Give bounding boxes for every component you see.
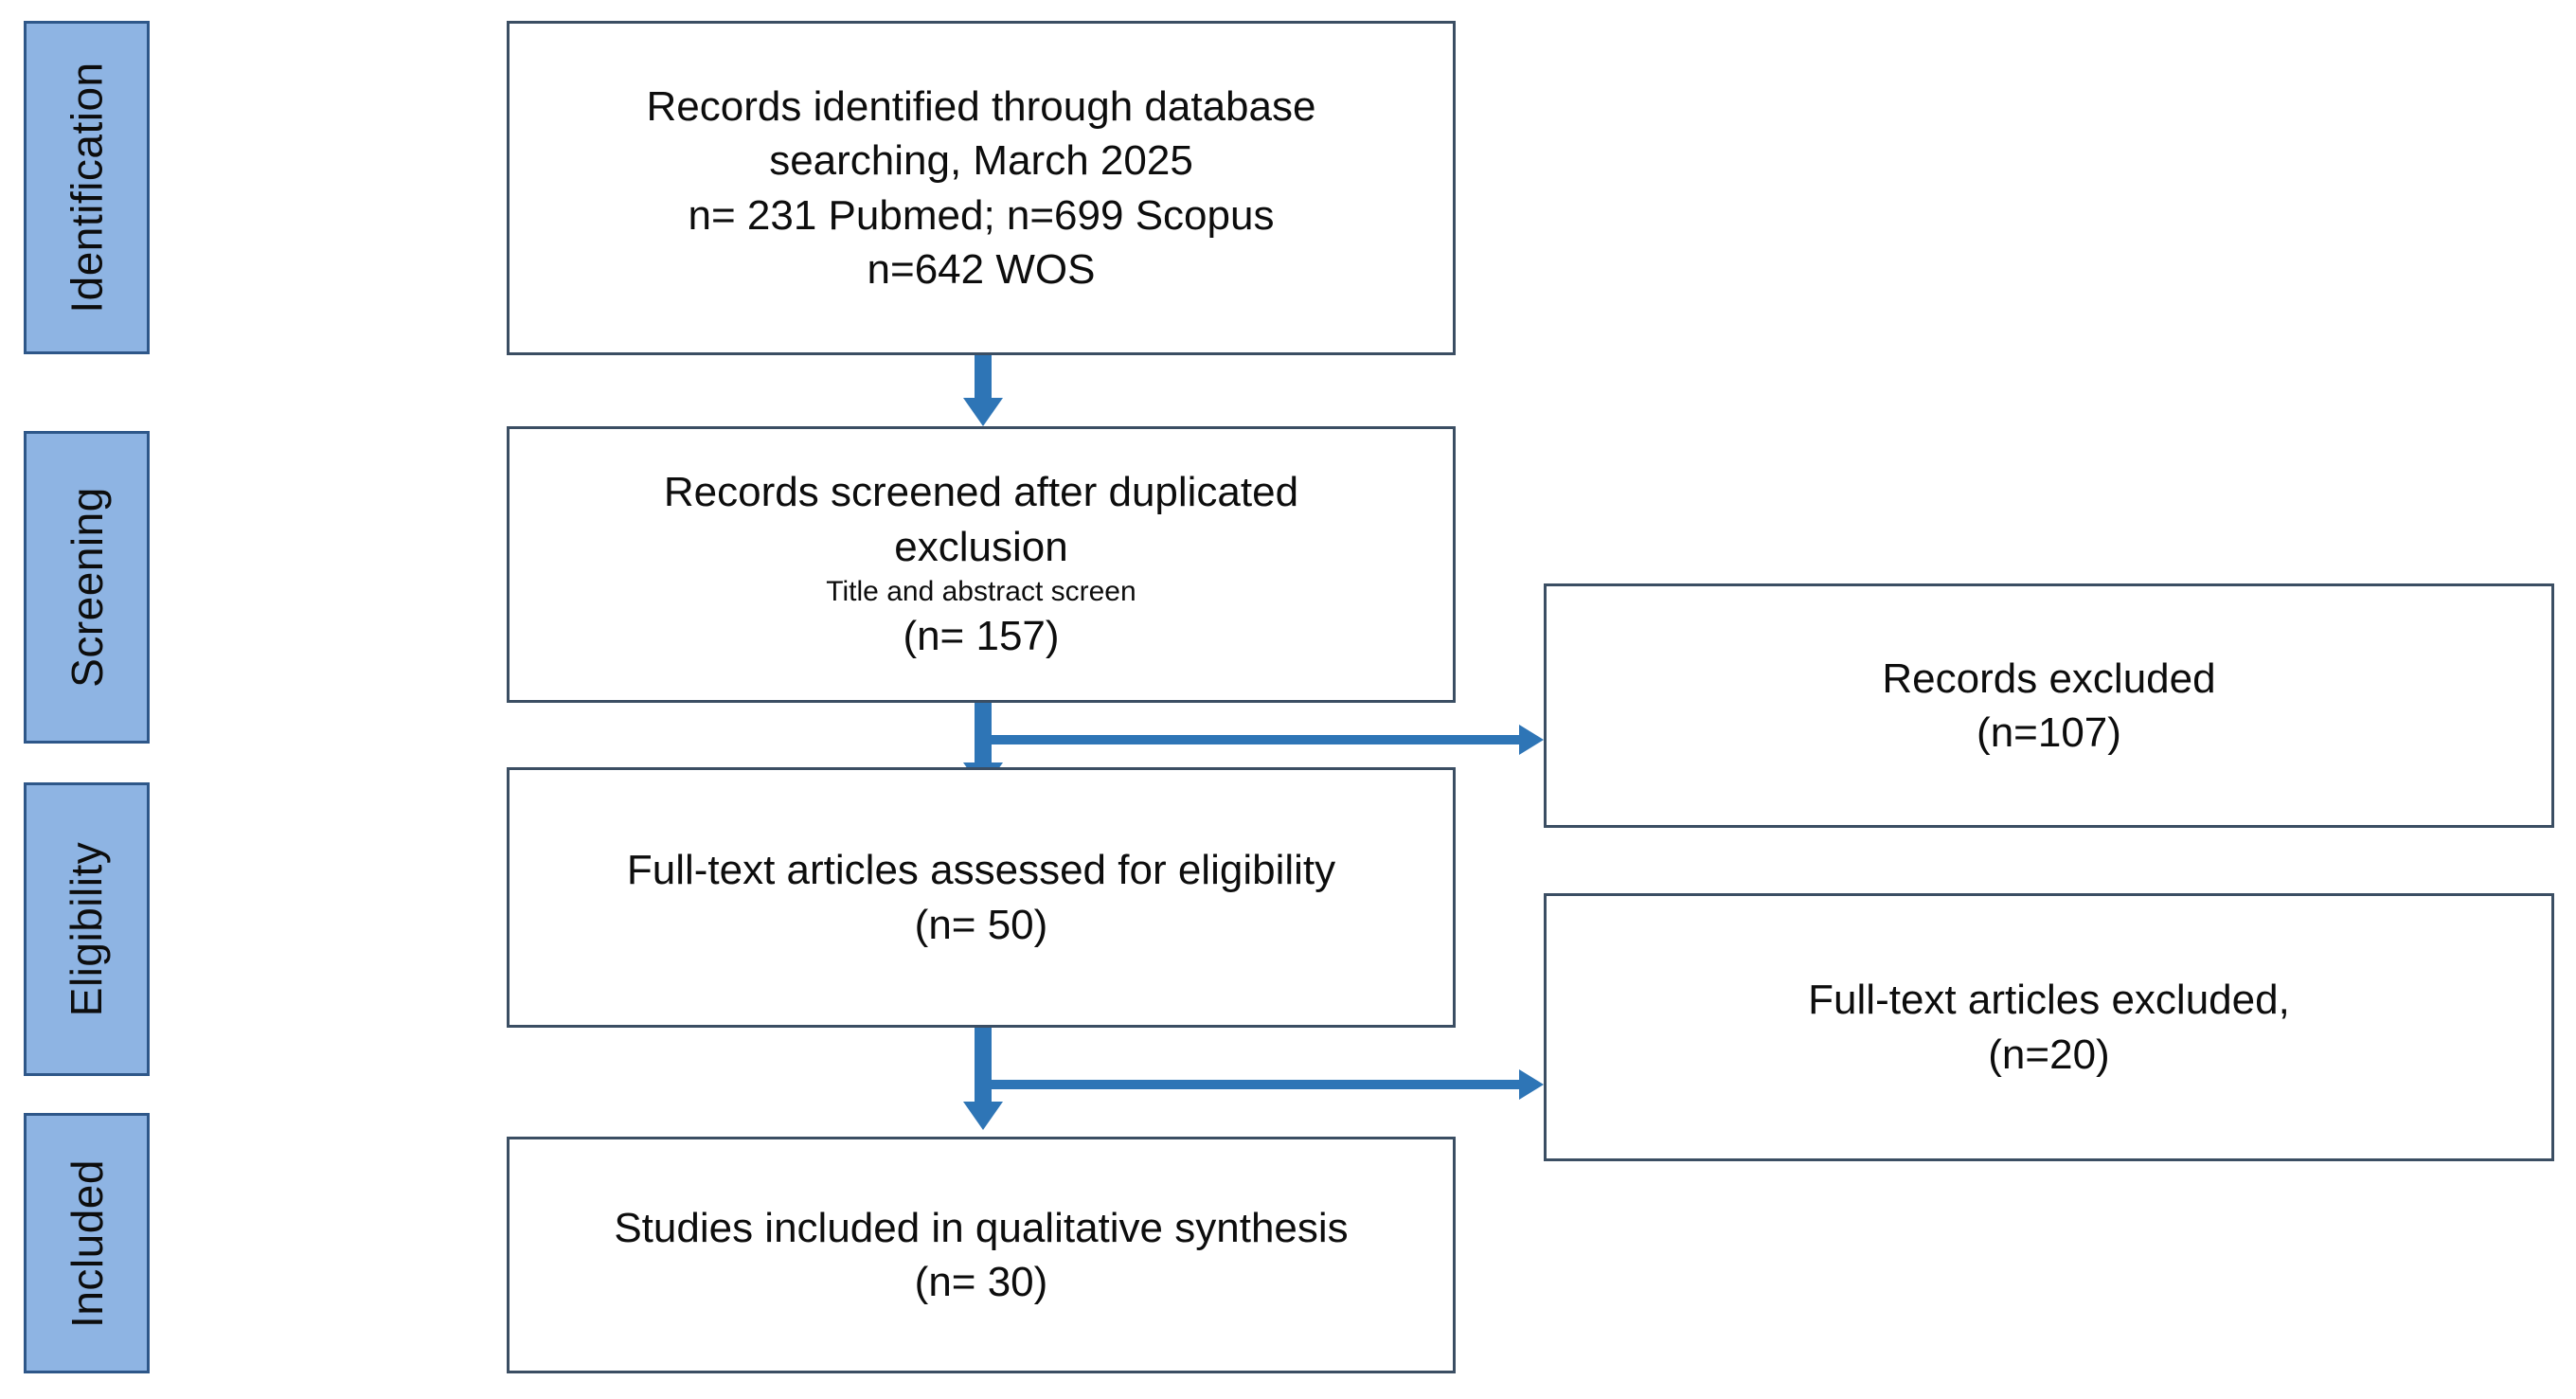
- node-fulltext-excluded: Full-text articles excluded, (n=20): [1544, 893, 2554, 1161]
- node-records-excluded-line2: (n=107): [1977, 709, 2121, 756]
- node-records-identified-line4: n=642 WOS: [867, 245, 1096, 293]
- stage-label-eligibility: Eligibility: [24, 782, 150, 1076]
- arrowhead-eligibility-to-fulltext-excluded: [1519, 1069, 1544, 1100]
- node-records-excluded-line1: Records excluded: [1882, 655, 2216, 702]
- node-records-screened-line1: Records screened after duplicated: [663, 469, 1299, 516]
- connector-screened-to-records-excluded: [983, 735, 1523, 744]
- node-records-screened-line2: exclusion: [894, 523, 1068, 570]
- arrowhead-identified-to-screened: [963, 398, 1003, 426]
- node-fulltext-excluded-line1: Full-text articles excluded,: [1808, 977, 2290, 1024]
- stage-label-eligibility-text: Eligibility: [62, 841, 112, 1017]
- node-studies-included-line1: Studies included in qualitative synthesi…: [614, 1204, 1349, 1251]
- node-studies-included-line2: (n= 30): [914, 1259, 1048, 1305]
- node-fulltext-assessed-line1: Full-text articles assessed for eligibil…: [626, 847, 1336, 894]
- stage-label-screening-text: Screening: [62, 487, 112, 688]
- node-fulltext-excluded-line2: (n=20): [1988, 1031, 2110, 1078]
- node-records-identified-line3: n= 231 Pubmed; n=699 Scopus: [688, 191, 1275, 239]
- connector-eligibility-to-fulltext-excluded: [983, 1080, 1523, 1089]
- node-records-screened: Records screened after duplicated exclus…: [507, 426, 1456, 703]
- node-studies-included: Studies included in qualitative synthesi…: [507, 1137, 1456, 1373]
- stage-label-screening: Screening: [24, 431, 150, 744]
- node-records-screened-line3: Title and abstract screen: [826, 575, 1136, 607]
- arrowhead-eligibility-to-included: [963, 1102, 1003, 1130]
- node-records-screened-line4: (n= 157): [903, 613, 1060, 660]
- stage-label-included-text: Included: [62, 1158, 112, 1328]
- node-records-identified-line1: Records identified through database: [646, 83, 1316, 131]
- node-records-identified-line2: searching, March 2025: [769, 137, 1193, 185]
- stage-label-identification-text: Identification: [62, 62, 112, 314]
- node-fulltext-assessed: Full-text articles assessed for eligibil…: [507, 767, 1456, 1028]
- arrowhead-screened-to-records-excluded: [1519, 725, 1544, 755]
- node-records-excluded: Records excluded (n=107): [1544, 583, 2554, 828]
- node-fulltext-assessed-line2: (n= 50): [914, 901, 1048, 948]
- connector-identified-to-screened: [975, 355, 992, 401]
- stage-label-identification: Identification: [24, 21, 150, 354]
- node-records-identified: Records identified through database sear…: [507, 21, 1456, 355]
- stage-label-included: Included: [24, 1113, 150, 1373]
- connector-eligibility-to-included: [975, 1028, 992, 1106]
